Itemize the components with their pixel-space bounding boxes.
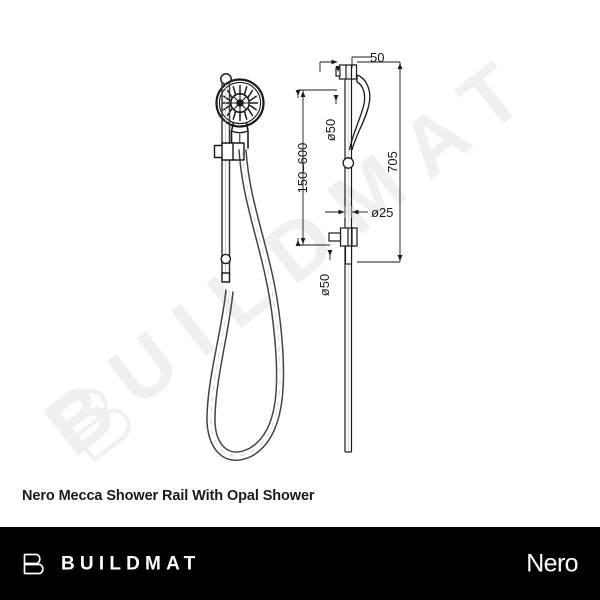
dimension-overall-height (357, 61, 403, 263)
hand-shower-head (215, 73, 265, 149)
dimension-top-offset (319, 56, 372, 72)
dimension-rail-dia (325, 206, 368, 218)
dimension-rail-travel (300, 89, 320, 246)
product-view (206, 73, 285, 462)
buildmat-logo[interactable]: BUILDMAT (22, 551, 200, 576)
product-image-area: BUILDMAT (28, 33, 556, 474)
dimension-label-rail-travel: 150–600 (295, 143, 310, 194)
rail-slider (213, 142, 245, 161)
product-title: Nero Mecca Shower Rail With Opal Shower (22, 488, 315, 504)
nero-brand-logo[interactable]: Nero (526, 549, 578, 577)
dimension-lower-bracket-dia (295, 238, 333, 260)
schematic-slider (342, 157, 355, 169)
technical-drawing: 50 ø50 150–600 705 ø25 ø50 (206, 50, 403, 462)
slide-rail (221, 83, 231, 276)
shower-hose (206, 149, 285, 462)
schematic-view: 50 ø50 150–600 705 ø25 ø50 (295, 50, 403, 453)
dimension-labels: 50 ø50 150–600 705 ø25 ø50 (295, 50, 400, 296)
buildmat-b-mark-icon (23, 553, 44, 574)
dimension-lines (295, 56, 403, 263)
footer-bar: BUILDMAT Nero (0, 527, 600, 600)
dimension-label-upper-dia: ø50 (323, 119, 338, 141)
hose-connector (220, 253, 232, 283)
dimension-label-rail-dia: ø25 (371, 205, 393, 220)
caption-bar: Nero Mecca Shower Rail With Opal Shower (0, 480, 600, 527)
dimension-label-top-offset: 50 (370, 50, 384, 65)
buildmat-wordmark: BUILDMAT (61, 553, 201, 574)
schematic-bracket-lower (328, 227, 358, 265)
dimension-label-lower-dia: ø50 (317, 274, 332, 296)
schematic-hand-shower (348, 74, 371, 151)
dimension-label-overall-height: 705 (385, 151, 400, 173)
